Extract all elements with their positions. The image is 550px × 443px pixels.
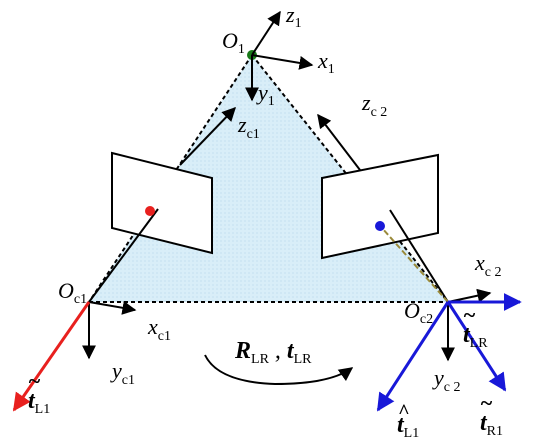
- label-y1: y1: [256, 80, 275, 109]
- label-oc2: Oc2: [404, 298, 433, 327]
- left-image-plane: [111, 151, 213, 255]
- rotation-arc-arrow: [204, 354, 354, 386]
- right-ray: [389, 209, 449, 303]
- label-tr1: tR1: [480, 410, 503, 439]
- label-thl1: tL1: [397, 412, 419, 441]
- label-yc2: yc 2: [432, 365, 460, 395]
- label-x1: x1: [317, 48, 335, 77]
- label-xc2: xc 2: [474, 250, 501, 280]
- label-z1: z1: [285, 2, 302, 31]
- label-zc1: zc1: [237, 112, 260, 142]
- label-yc1: yc1: [110, 358, 135, 388]
- z1-axis: [251, 10, 281, 56]
- tl1-arrow: [12, 301, 91, 412]
- xc1-axis: [88, 300, 137, 315]
- right-image-point: [375, 221, 385, 231]
- thl1-arrow: [376, 301, 450, 412]
- left-image-point: [145, 206, 155, 216]
- right-ray-olive: [381, 227, 449, 303]
- zc2-axis: [317, 113, 361, 171]
- label-tlr2: tLR: [463, 322, 488, 351]
- label-zc2: zc 2: [361, 90, 387, 120]
- label-tl1: tL1: [28, 388, 50, 417]
- label-tr1-tilde: ~: [480, 390, 493, 415]
- label-r-lr-t-lr: RLR , tLR: [234, 338, 312, 367]
- tr1-arrow: [446, 301, 507, 392]
- label-o1: O1: [222, 28, 245, 57]
- right-image-plane: [321, 153, 439, 260]
- zc1-axis: [179, 106, 236, 166]
- x1-axis: [251, 54, 314, 70]
- label-oc1: Oc1: [58, 278, 87, 307]
- label-thl1-hat: ^: [398, 401, 409, 423]
- left-ray: [88, 208, 159, 303]
- label-xc1: xc1: [147, 314, 171, 344]
- label-tlr2-tilde: ~: [463, 302, 476, 327]
- label-tl1-tilde: ~: [28, 368, 41, 393]
